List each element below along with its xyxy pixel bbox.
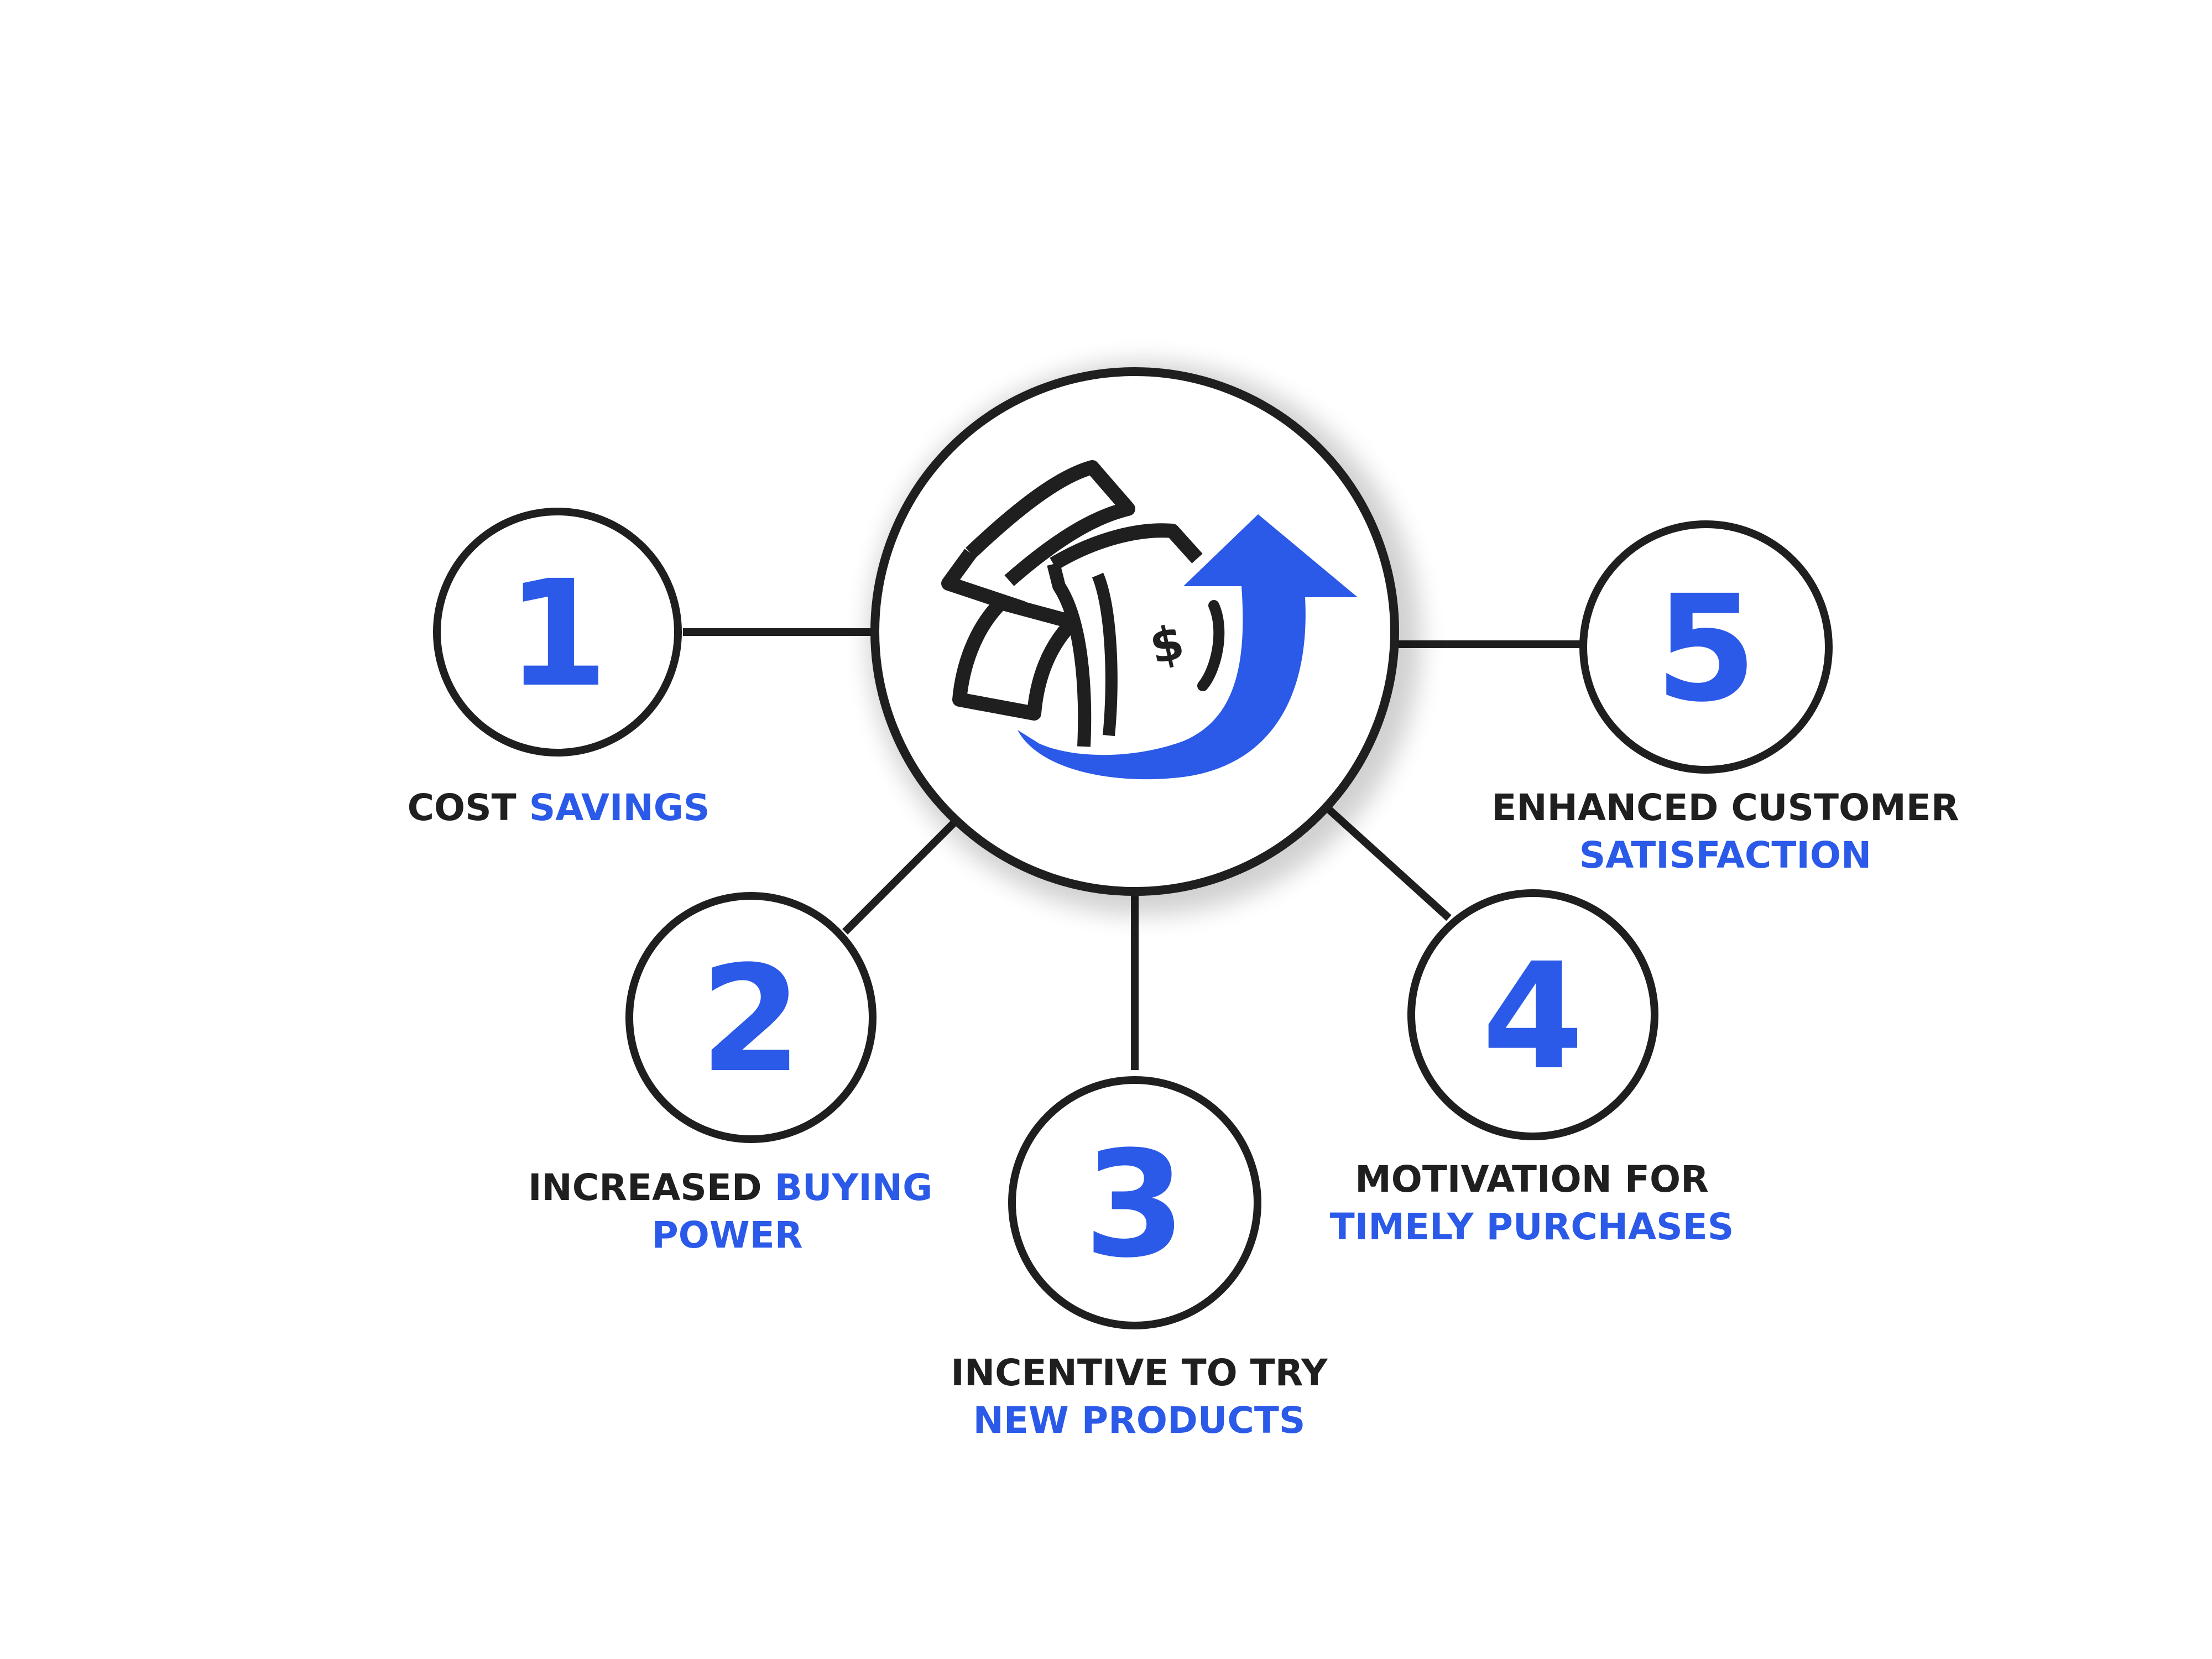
label-2-blue-2: POWER <box>651 1214 803 1256</box>
center-node: $ <box>868 362 1421 915</box>
label-cost-savings: COST SAVINGS <box>404 784 713 832</box>
growth-arrow <box>1018 514 1358 780</box>
circle-3 <box>1008 1076 1261 1329</box>
circle-5 <box>1579 520 1833 774</box>
number-4: 4 <box>1482 932 1584 1102</box>
node-2: 2 <box>625 892 877 1143</box>
node-5: 5 <box>1579 520 1833 774</box>
label-incentive-to-try: INCENTIVE TO TRY NEW PRODUCTS <box>918 1349 1360 1444</box>
label-1-dark: COST <box>407 786 517 829</box>
node-1: 1 <box>433 508 682 757</box>
circle-1 <box>433 508 682 757</box>
label-1-blue: SAVINGS <box>529 786 710 829</box>
node-4: 4 <box>1407 889 1658 1140</box>
label-3-dark: INCENTIVE TO TRY <box>951 1352 1328 1394</box>
node-3: 3 <box>1008 1076 1261 1329</box>
number-1: 1 <box>507 549 608 719</box>
label-4-dark: MOTIVATION FOR <box>1355 1158 1709 1201</box>
label-2-blue-1: BUYING <box>774 1166 933 1209</box>
label-motivation-timely: MOTIVATION FOR TIMELY PURCHASES <box>1311 1156 1753 1251</box>
circle-2 <box>625 892 877 1143</box>
label-5-dark: ENHANCED CUSTOMER <box>1491 786 1959 829</box>
label-increased-buying-power: INCREASED BUYING POWER <box>528 1164 932 1259</box>
circle-4 <box>1407 889 1658 1140</box>
label-5-blue: SATISFACTION <box>1579 834 1872 877</box>
number-3: 3 <box>1084 1120 1186 1290</box>
number-5: 5 <box>1655 564 1757 734</box>
label-3-blue: NEW PRODUCTS <box>973 1399 1306 1442</box>
number-2: 2 <box>700 935 802 1105</box>
label-2-dark: INCREASED <box>528 1166 762 1209</box>
label-4-blue: TIMELY PURCHASES <box>1329 1206 1734 1248</box>
center-circle <box>870 367 1399 896</box>
label-enhanced-satisfaction: ENHANCED CUSTOMER SATISFACTION <box>1471 784 1980 879</box>
